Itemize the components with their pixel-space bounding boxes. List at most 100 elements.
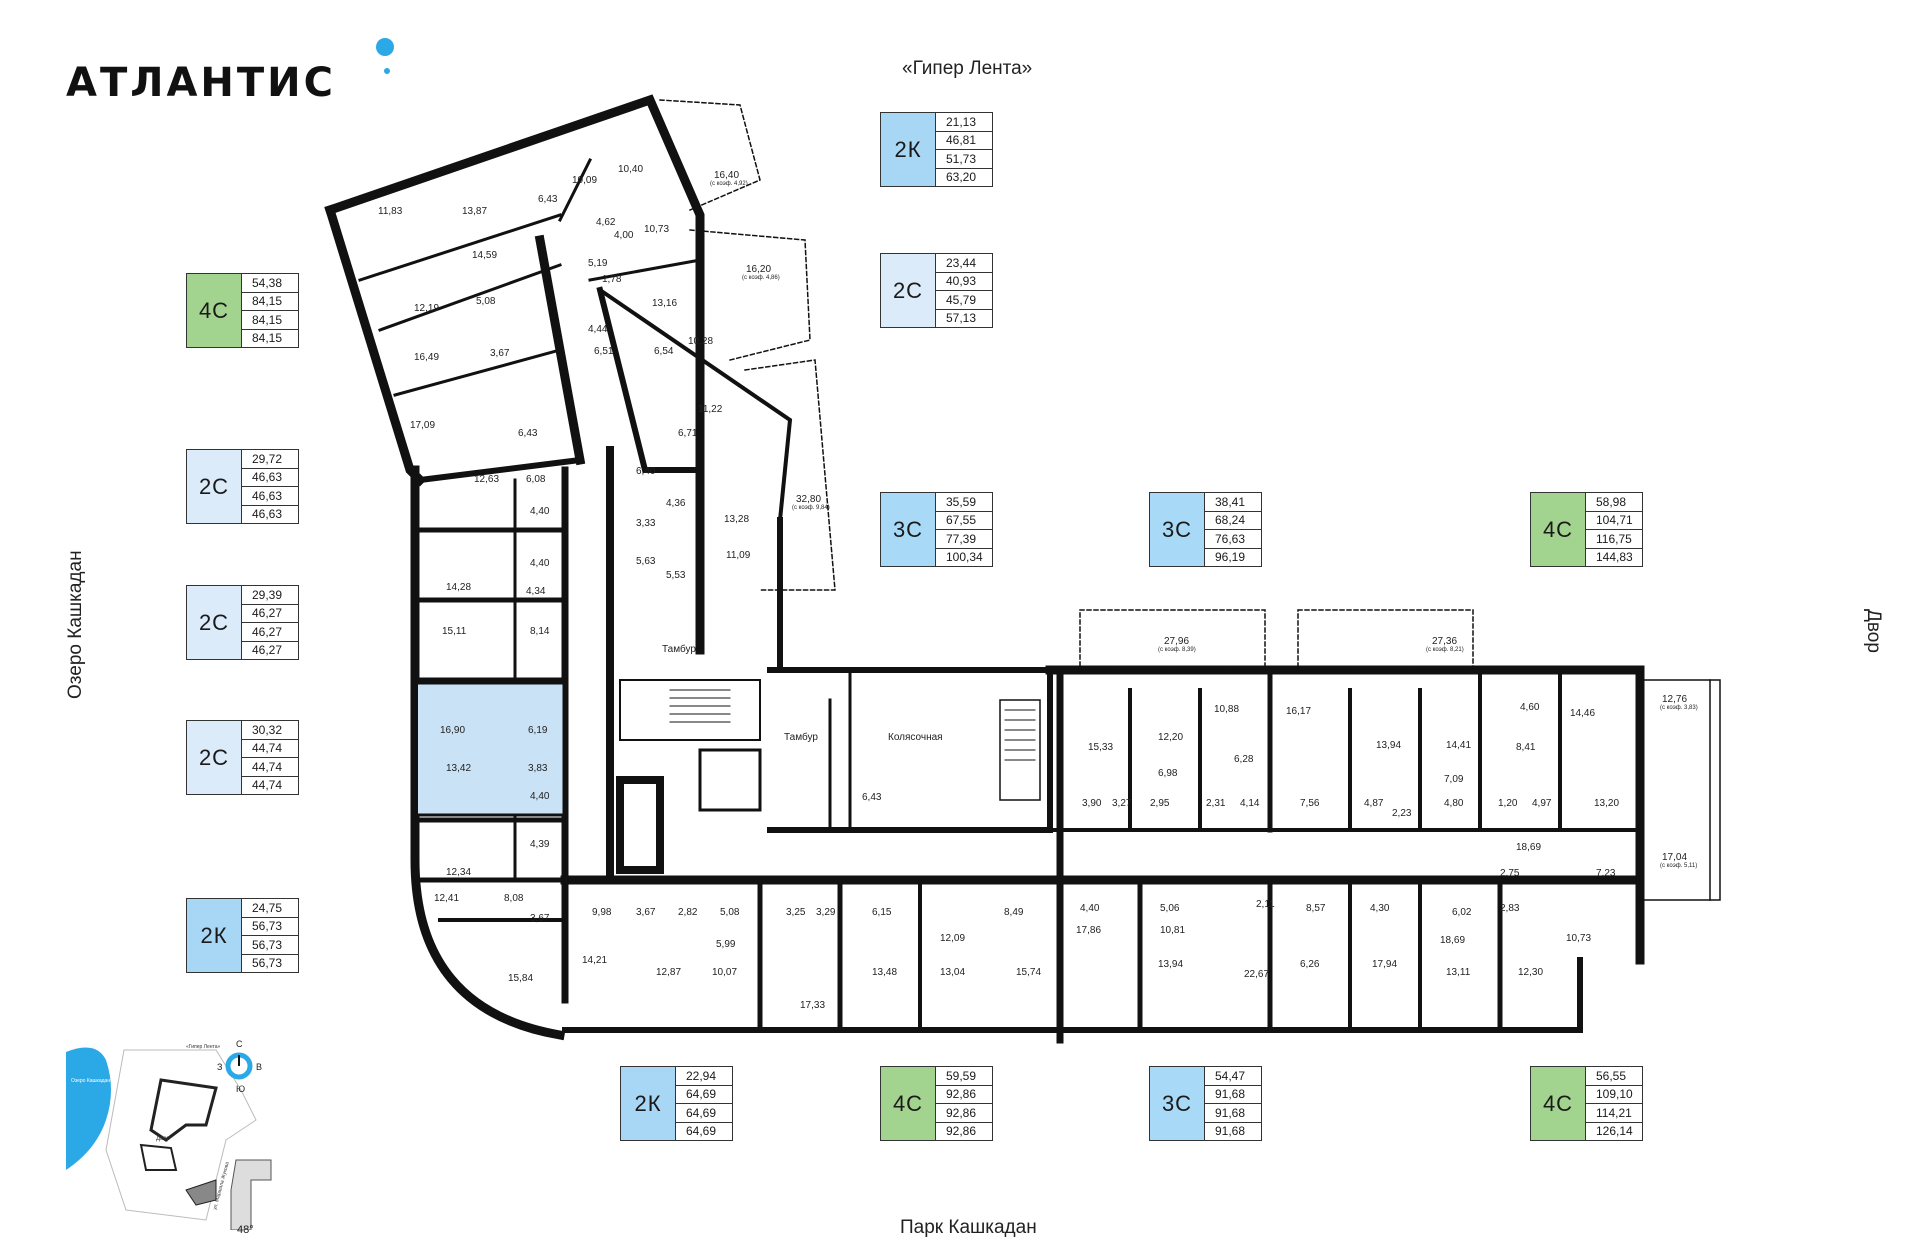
location-minimap: «Гипер Лента» Озеро Кашкадан Двор ул. Ма… (66, 1039, 272, 1230)
svg-text:15,84: 15,84 (508, 973, 533, 984)
apartment-type: 2К (881, 113, 936, 186)
apartment-type: 4С (1531, 1067, 1586, 1140)
svg-text:12,30: 12,30 (1518, 967, 1543, 978)
svg-text:6,51: 6,51 (594, 346, 614, 357)
svg-text:5,99: 5,99 (716, 939, 736, 950)
svg-text:(с коэф. 4,86): (с коэф. 4,86) (742, 275, 780, 281)
svg-text:Тамбур: Тамбур (662, 643, 696, 655)
svg-text:6,26: 6,26 (1300, 959, 1320, 970)
svg-text:17,04: 17,04 (1662, 852, 1687, 863)
svg-text:11,22: 11,22 (698, 404, 723, 415)
svg-text:Колясочная: Колясочная (888, 732, 943, 743)
svg-text:4,30: 4,30 (1370, 903, 1390, 914)
apartment-type: 3С (881, 493, 936, 566)
svg-text:13,16: 13,16 (652, 298, 677, 309)
svg-text:13,20: 13,20 (1594, 798, 1619, 809)
svg-text:С: С (236, 1039, 243, 1049)
svg-text:12,19: 12,19 (414, 303, 439, 314)
logo-dot-icon (376, 38, 394, 56)
svg-text:6,15: 6,15 (872, 907, 892, 918)
svg-text:6,54: 6,54 (654, 346, 674, 357)
svg-text:З: З (217, 1062, 222, 1072)
brand-logo: АТЛАНТИС (66, 60, 337, 106)
svg-text:(с коэф. 5,11): (с коэф. 5,11) (1660, 863, 1697, 869)
svg-text:(с коэф. 9,84): (с коэф. 9,84) (792, 505, 830, 511)
svg-text:4,44: 4,44 (588, 324, 608, 335)
svg-text:18,69: 18,69 (1516, 842, 1541, 853)
svg-text:6,43: 6,43 (538, 194, 558, 205)
svg-text:4,00: 4,00 (614, 230, 634, 241)
svg-text:12,41: 12,41 (434, 893, 459, 904)
svg-text:10,81: 10,81 (1160, 925, 1185, 936)
svg-text:6,19: 6,19 (528, 725, 548, 736)
svg-text:7,56: 7,56 (1300, 798, 1320, 809)
svg-text:4,97: 4,97 (1532, 798, 1552, 809)
apartment-type: 4С (1531, 493, 1586, 566)
svg-text:8,08: 8,08 (504, 893, 524, 904)
svg-text:2,31: 2,31 (1206, 798, 1226, 809)
svg-text:13,04: 13,04 (940, 967, 965, 978)
svg-text:4,40: 4,40 (530, 558, 550, 569)
svg-text:16,20: 16,20 (746, 264, 771, 275)
svg-text:12,20: 12,20 (1158, 732, 1183, 743)
svg-text:7,23: 7,23 (1596, 868, 1616, 879)
svg-text:5,06: 5,06 (1160, 903, 1180, 914)
svg-text:4,34: 4,34 (526, 586, 546, 597)
svg-text:14,59: 14,59 (472, 250, 497, 261)
svg-text:11,09: 11,09 (726, 550, 751, 561)
svg-text:3,67: 3,67 (490, 348, 510, 359)
svg-text:6,43: 6,43 (518, 428, 538, 439)
logo-dot-small-icon (384, 68, 390, 74)
svg-text:2,95: 2,95 (1150, 798, 1170, 809)
svg-text:6,40: 6,40 (636, 466, 656, 477)
svg-text:2,83: 2,83 (1500, 903, 1520, 914)
svg-text:13,94: 13,94 (1376, 740, 1401, 751)
svg-text:16,90: 16,90 (440, 725, 465, 736)
svg-text:16,49: 16,49 (414, 352, 439, 363)
svg-text:6,43: 6,43 (862, 792, 882, 803)
svg-text:(с коэф. 3,83): (с коэф. 3,83) (1660, 705, 1698, 711)
svg-text:17,94: 17,94 (1372, 959, 1397, 970)
building-outline (149, 1078, 218, 1142)
svg-text:3,90: 3,90 (1082, 798, 1102, 809)
svg-text:15,11: 15,11 (442, 626, 467, 637)
svg-text:3,25: 3,25 (786, 907, 806, 918)
svg-text:13,94: 13,94 (1158, 959, 1183, 970)
svg-text:5,08: 5,08 (476, 296, 496, 307)
svg-text:13,42: 13,42 (446, 763, 471, 774)
svg-text:4,80: 4,80 (1444, 798, 1464, 809)
svg-text:8,57: 8,57 (1306, 903, 1326, 914)
svg-text:Тамбур: Тамбур (784, 731, 818, 743)
svg-text:9,98: 9,98 (592, 907, 612, 918)
svg-text:18,69: 18,69 (1440, 935, 1465, 946)
svg-text:7,09: 7,09 (1444, 774, 1464, 785)
svg-text:4,40: 4,40 (530, 506, 550, 517)
svg-text:6,71: 6,71 (678, 428, 698, 439)
orientation-top-label: «Гипер Лента» (902, 58, 1033, 79)
svg-text:12,76: 12,76 (1662, 694, 1687, 705)
svg-text:4,14: 4,14 (1240, 798, 1260, 809)
apartment-type: 2С (187, 586, 242, 659)
lake-shape (66, 1047, 111, 1170)
svg-text:5,53: 5,53 (666, 570, 686, 581)
svg-text:8,14: 8,14 (530, 626, 550, 637)
svg-text:3,83: 3,83 (528, 763, 548, 774)
svg-text:5,08: 5,08 (720, 907, 740, 918)
svg-text:10,73: 10,73 (644, 224, 669, 235)
svg-text:13,87: 13,87 (462, 206, 487, 217)
svg-text:32,80: 32,80 (796, 494, 821, 505)
svg-text:16,17: 16,17 (1286, 706, 1311, 717)
svg-text:4,62: 4,62 (596, 217, 616, 228)
svg-text:11,83: 11,83 (378, 206, 403, 217)
apartment-type: 2С (881, 254, 936, 327)
svg-text:17,33: 17,33 (800, 1000, 825, 1011)
svg-text:1,78: 1,78 (602, 274, 622, 285)
apartment-type: 3С (1150, 493, 1205, 566)
svg-text:8,49: 8,49 (1004, 907, 1024, 918)
